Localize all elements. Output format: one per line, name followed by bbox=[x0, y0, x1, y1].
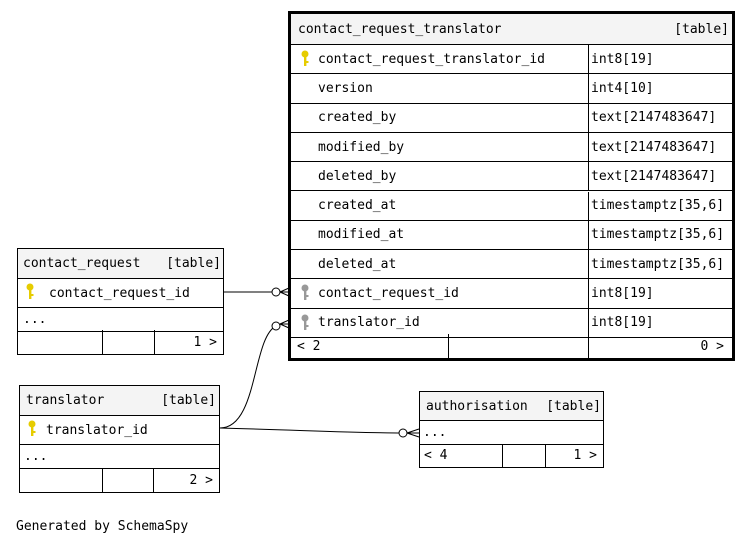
column-type: int8[19] bbox=[591, 315, 654, 331]
column-name: deleted_at bbox=[318, 256, 397, 272]
column-name: version bbox=[318, 80, 373, 96]
column-name: modified_by bbox=[318, 139, 405, 155]
column-row: created_at timestamptz[35,6] bbox=[291, 191, 732, 221]
column-name: translator_id bbox=[318, 315, 420, 331]
column-row: translator_id bbox=[20, 416, 219, 445]
column-name: created_by bbox=[318, 110, 397, 126]
edge-authorisation-zero-marker bbox=[398, 428, 408, 438]
table-translator[interactable]: translator [table] translator_id ... 2 > bbox=[19, 385, 220, 493]
children-count[interactable]: 1 > bbox=[573, 448, 597, 463]
primary-key-icon bbox=[301, 50, 309, 66]
table-name: contact_request_translator bbox=[298, 21, 502, 37]
column-row: deleted_at timestamptz[35,6] bbox=[291, 250, 732, 280]
table-contact-request[interactable]: contact_request [table] contact_request_… bbox=[17, 248, 224, 355]
column-type: timestamptz[35,6] bbox=[591, 198, 725, 214]
more-columns: ... bbox=[18, 308, 223, 332]
column-name: deleted_by bbox=[318, 168, 397, 184]
column-row: version int4[10] bbox=[291, 74, 732, 104]
table-authorisation[interactable]: authorisation [table] ... < 4 1 > bbox=[419, 391, 604, 468]
edge-translator bbox=[219, 325, 277, 429]
column-row: modified_at timestamptz[35,6] bbox=[291, 220, 732, 251]
children-count[interactable]: 1 > bbox=[193, 334, 217, 350]
column-type: text[2147483647] bbox=[591, 168, 717, 184]
children-count[interactable]: 0 > bbox=[700, 338, 724, 354]
table-name: authorisation bbox=[426, 398, 528, 414]
column-name: contact_request_translator_id bbox=[318, 51, 545, 67]
column-row: contact_request_id bbox=[18, 279, 223, 308]
column-type: int4[10] bbox=[591, 80, 654, 96]
table-header: translator [table] bbox=[20, 386, 219, 416]
edge-translator-crowfoot bbox=[279, 319, 290, 329]
column-name: translator_id bbox=[46, 422, 148, 438]
more-columns: ... bbox=[20, 445, 219, 469]
column-row: contact_request_translator_id int8[19] bbox=[291, 45, 732, 75]
foreign-key-icon bbox=[301, 284, 309, 301]
table-kind: [table] bbox=[546, 398, 601, 414]
column-name: contact_request_id bbox=[318, 286, 459, 302]
generated-by-caption: Generated by SchemaSpy bbox=[16, 519, 189, 534]
column-row: created_by text[2147483647] bbox=[291, 103, 732, 133]
table-kind: [table] bbox=[161, 393, 216, 408]
table-name: contact_request bbox=[23, 256, 141, 271]
edge-authorisation-crowfoot bbox=[406, 428, 420, 438]
table-header: contact_request [table] bbox=[18, 249, 223, 279]
parents-count[interactable]: < 2 bbox=[297, 338, 321, 354]
column-type: text[2147483647] bbox=[591, 110, 717, 126]
column-row: translator_id int8[19] bbox=[291, 308, 732, 338]
edge-translator-zero-marker bbox=[271, 321, 281, 331]
column-type: timestamptz[35,6] bbox=[591, 227, 725, 243]
table-kind: [table] bbox=[166, 256, 221, 271]
column-name: created_at bbox=[318, 198, 397, 214]
table-header: contact_request_translator [table] bbox=[291, 14, 732, 45]
table-footer: 1 > bbox=[18, 330, 223, 354]
column-name: modified_at bbox=[318, 227, 405, 243]
column-type: timestamptz[35,6] bbox=[591, 256, 725, 272]
edge-contact-request-crowfoot bbox=[279, 287, 290, 297]
table-contact-request-translator[interactable]: contact_request_translator [table] conta… bbox=[288, 11, 735, 361]
edge-contact-request-zero-marker bbox=[271, 287, 281, 297]
table-name: translator bbox=[26, 393, 105, 408]
column-type: int8[19] bbox=[591, 286, 654, 302]
column-name: contact_request_id bbox=[49, 285, 190, 301]
column-row: modified_by text[2147483647] bbox=[291, 132, 732, 163]
table-kind: [table] bbox=[674, 21, 729, 37]
table-footer: < 2 0 > bbox=[291, 334, 732, 358]
column-type: text[2147483647] bbox=[591, 139, 717, 155]
parents-count[interactable]: < 4 bbox=[424, 448, 448, 463]
edge-authorisation bbox=[219, 427, 404, 434]
children-count[interactable]: 2 > bbox=[189, 472, 213, 488]
column-row: deleted_by text[2147483647] bbox=[291, 162, 732, 192]
table-footer: < 4 1 > bbox=[420, 444, 603, 467]
table-footer: 2 > bbox=[20, 468, 219, 492]
more-columns: ... bbox=[420, 421, 603, 445]
primary-key-icon bbox=[26, 283, 34, 299]
foreign-key-icon bbox=[301, 314, 309, 330]
column-type: int8[19] bbox=[591, 51, 654, 67]
table-header: authorisation [table] bbox=[420, 392, 603, 421]
column-row: contact_request_id int8[19] bbox=[291, 279, 732, 309]
primary-key-icon bbox=[28, 420, 36, 436]
